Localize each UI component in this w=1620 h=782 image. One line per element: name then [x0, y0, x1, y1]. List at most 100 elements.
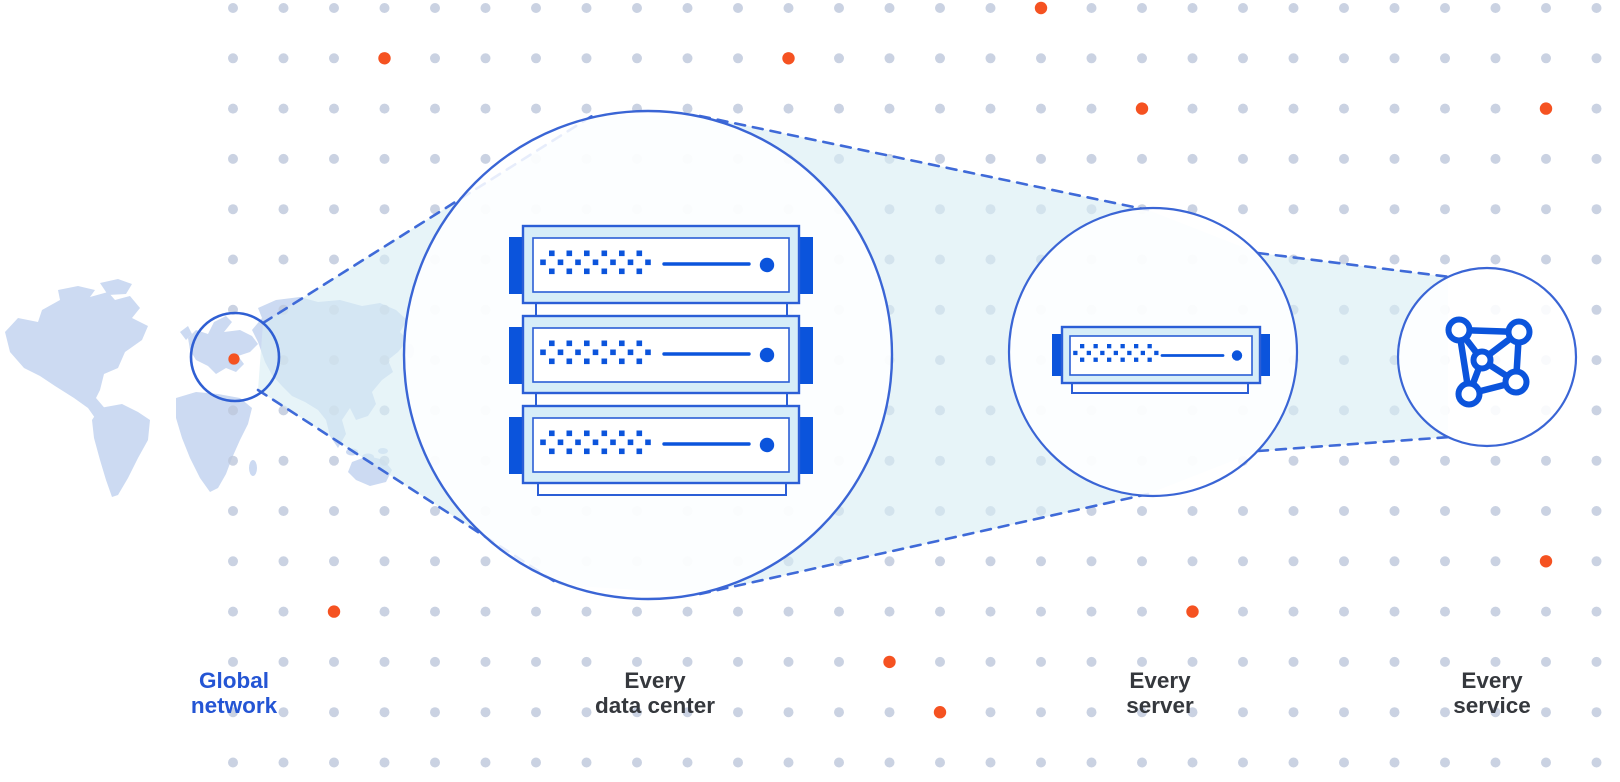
grid-dot	[1389, 707, 1400, 718]
rack-server-unit-2	[509, 314, 813, 395]
grid-dot	[581, 757, 592, 768]
server-vent-dot	[627, 439, 634, 446]
grid-dot	[581, 103, 592, 114]
server-vent-dot	[575, 349, 581, 356]
server-vent-dot	[575, 439, 581, 446]
grid-dot	[430, 556, 440, 567]
label-every-service-line1: Every	[1461, 668, 1523, 693]
grid-dot	[733, 757, 743, 768]
grid-dot	[1389, 455, 1400, 466]
grid-dot	[1187, 153, 1198, 164]
grid-dot	[1036, 153, 1046, 164]
grid-dot	[935, 656, 945, 667]
grid-dot	[278, 656, 289, 667]
server-vent-dot	[627, 259, 634, 266]
grid-dot	[329, 204, 339, 215]
grid-dot	[1591, 53, 1602, 64]
grid-dot-orange	[1539, 102, 1553, 115]
grid-dot	[278, 103, 289, 114]
grid-dot	[1490, 53, 1501, 64]
grid-dot	[1490, 204, 1501, 215]
grid-dot	[1591, 3, 1602, 13]
grid-dot	[228, 153, 238, 164]
grid-dot	[834, 53, 844, 64]
grid-dot	[1288, 656, 1299, 667]
server-vent-dot	[1086, 350, 1091, 356]
grid-dot	[1490, 3, 1501, 13]
grid-dot	[834, 707, 844, 718]
grid-dot	[733, 707, 743, 718]
server-vent-dot	[1120, 357, 1125, 362]
grid-dot	[1591, 405, 1602, 416]
mesh-node-bottom-right	[1502, 368, 1530, 396]
grid-dot	[379, 656, 390, 667]
grid-dot	[329, 3, 339, 13]
grid-dot	[1389, 757, 1400, 768]
grid-dot	[329, 103, 339, 114]
grid-dot	[1541, 153, 1551, 164]
grid-dot	[430, 757, 440, 768]
grid-dot	[1339, 506, 1349, 516]
grid-dot	[1339, 757, 1349, 768]
grid-dot	[935, 3, 945, 13]
server-vent-dot	[557, 439, 564, 446]
grid-dot	[1238, 103, 1248, 114]
grid-dot	[1440, 103, 1450, 114]
grid-dot	[430, 707, 440, 718]
grid-dot	[834, 606, 844, 617]
grid-dot	[985, 153, 996, 164]
grid-dot	[632, 53, 642, 64]
grid-dot	[1288, 556, 1299, 567]
grid-dot	[1086, 3, 1097, 13]
server-vent-dot	[619, 430, 625, 437]
server-vent-dot	[636, 340, 643, 347]
server-vent-dot	[610, 349, 616, 356]
grid-dot	[1187, 757, 1198, 768]
server-vent-dot	[601, 340, 608, 347]
grid-dot	[783, 707, 794, 718]
grid-dot	[1541, 757, 1551, 768]
grid-dot	[1339, 3, 1349, 13]
grid-dot	[1389, 254, 1400, 265]
server-vent-dot	[1154, 350, 1159, 356]
server-vent-dot	[1147, 357, 1152, 362]
grid-dot	[1490, 757, 1501, 768]
label-every-server-line1: Every	[1129, 668, 1191, 693]
grid-dot	[834, 3, 844, 13]
grid-dot	[733, 606, 743, 617]
grid-dot	[1541, 204, 1551, 215]
grid-dot	[1591, 254, 1602, 265]
server-vent-dot	[627, 349, 634, 356]
grid-dot	[329, 556, 339, 567]
server-vent-dot	[636, 358, 643, 365]
grid-dot	[228, 455, 238, 466]
grid-dot	[985, 757, 996, 768]
grid-dot	[1036, 53, 1046, 64]
grid-dot	[1440, 606, 1450, 617]
grid-dot	[884, 103, 895, 114]
server-vent-dot	[601, 268, 608, 275]
grid-dot	[1591, 103, 1602, 114]
grid-dot	[379, 606, 390, 617]
grid-dot	[379, 204, 390, 215]
grid-dot	[278, 506, 289, 516]
mesh-node-bottom-left	[1455, 380, 1483, 408]
server-vent-dot	[1080, 344, 1085, 349]
grid-dot	[531, 606, 541, 617]
server-vent-dot	[566, 358, 573, 365]
server-front-panel	[532, 237, 790, 293]
grid-dot	[1440, 757, 1450, 768]
grid-dot	[329, 757, 339, 768]
grid-dot-orange	[883, 655, 896, 669]
server-vent-dot	[557, 349, 564, 356]
grid-dot	[1490, 707, 1501, 718]
grid-dot	[228, 405, 238, 416]
grid-dot	[228, 707, 238, 718]
grid-dot	[1288, 3, 1299, 13]
mesh-node-top-right	[1505, 318, 1533, 346]
grid-dot	[1490, 455, 1501, 466]
dashed-line-map-to-datacenter-bottom	[256, 388, 562, 587]
server-vent-dot	[601, 448, 608, 455]
grid-dot	[985, 556, 996, 567]
